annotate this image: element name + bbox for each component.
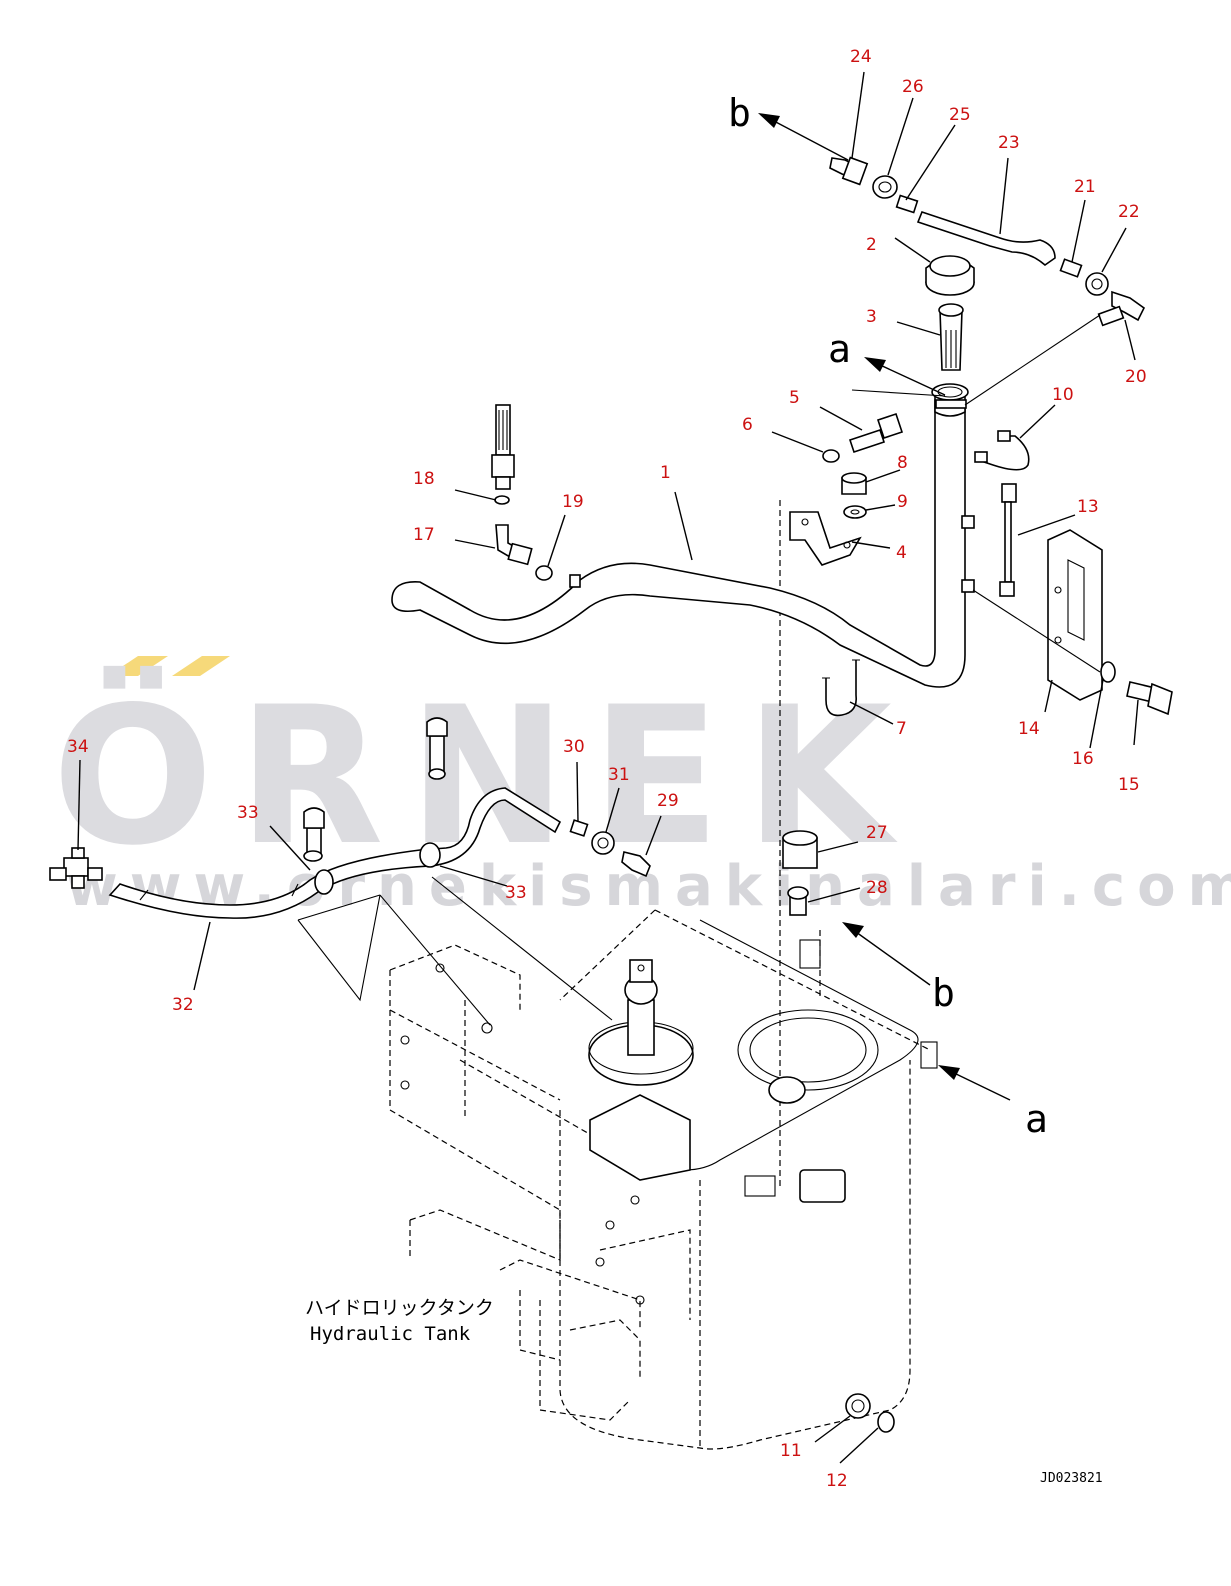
tank-label-japanese: ハイドロリックタンク [305, 1297, 494, 1319]
callout-23: 23 [998, 133, 1020, 153]
callout-10: 10 [1052, 385, 1074, 405]
tank-label: ハイドロリックタンク Hydraulic Tank [305, 1297, 494, 1345]
bolt-washer-set [822, 412, 904, 519]
callout-8: 8 [897, 453, 908, 473]
callout-29: 29 [657, 791, 679, 811]
callout-17: 17 [413, 525, 435, 545]
guard-plate [1047, 529, 1103, 701]
callout-3: 3 [866, 307, 877, 327]
hydraulic-tank [559, 500, 938, 1450]
callout-4: 4 [896, 543, 907, 563]
watermark-accent-left [108, 656, 168, 676]
callout-7: 7 [896, 719, 907, 739]
callout-24: 24 [850, 47, 872, 67]
callout-11: 11 [780, 1441, 802, 1461]
view-letter-b-bottom: b [932, 971, 955, 1015]
watermark-brand: ÖRNEK [52, 665, 916, 887]
callout-6: 6 [742, 415, 753, 435]
tee-fitting [782, 830, 818, 916]
callout-13: 13 [1077, 497, 1099, 517]
clamp-bolts [303, 717, 448, 862]
view-letter-a-top: a [828, 327, 851, 371]
callout-9: 9 [897, 492, 908, 512]
callout-33-left: 33 [237, 803, 259, 823]
return-filter-assembly [588, 959, 694, 1086]
level-gauge [999, 483, 1017, 597]
gauge-bolt [1100, 661, 1173, 716]
callout-32: 32 [172, 995, 194, 1015]
callout-14: 14 [1018, 719, 1040, 739]
watermark-accent-right [172, 656, 230, 676]
drawing-code: JD023821 [1040, 1471, 1103, 1486]
breather-hose [829, 156, 1146, 327]
callout-31: 31 [608, 765, 630, 785]
callout-21: 21 [1074, 177, 1096, 197]
callout-28: 28 [866, 878, 888, 898]
callout-19: 19 [562, 492, 584, 512]
drain-hose [108, 787, 562, 919]
elbow-fitting [491, 404, 553, 581]
callout-34: 34 [67, 737, 89, 757]
callouts: 1 2 3 4 5 6 7 8 9 10 11 12 13 14 15 16 1… [67, 47, 1147, 1491]
callout-1: 1 [660, 463, 671, 483]
bracket [789, 511, 862, 566]
breather-tube [974, 430, 1030, 471]
view-letter-b-top: b [728, 91, 751, 135]
view-letters: b a b a [728, 91, 1048, 1141]
callout-2: 2 [866, 235, 877, 255]
u-bolt [822, 659, 860, 717]
tank-label-english: Hydraulic Tank [310, 1323, 471, 1345]
drain-plug [845, 1393, 895, 1433]
filler-cap [925, 255, 975, 296]
callout-30: 30 [563, 737, 585, 757]
callout-18: 18 [413, 469, 435, 489]
callout-12: 12 [826, 1471, 848, 1491]
callout-26: 26 [902, 77, 924, 97]
callout-25: 25 [949, 105, 971, 125]
hose-fittings [569, 819, 651, 878]
view-letter-a-bottom: a [1025, 1097, 1048, 1141]
callout-20: 20 [1125, 367, 1147, 387]
filler-pipe-assembly [391, 383, 975, 688]
callout-16: 16 [1072, 749, 1094, 769]
callout-33-right: 33 [505, 883, 527, 903]
callout-22: 22 [1118, 202, 1140, 222]
frame [389, 944, 691, 1421]
callout-15: 15 [1118, 775, 1140, 795]
callout-5: 5 [789, 388, 800, 408]
valve-fitting [49, 847, 103, 889]
leader-lines [77, 71, 1139, 1464]
callout-27: 27 [866, 823, 888, 843]
watermark: ÖRNEK www.ornekismakinalari.com.tr [52, 656, 1231, 919]
strainer [938, 303, 964, 371]
